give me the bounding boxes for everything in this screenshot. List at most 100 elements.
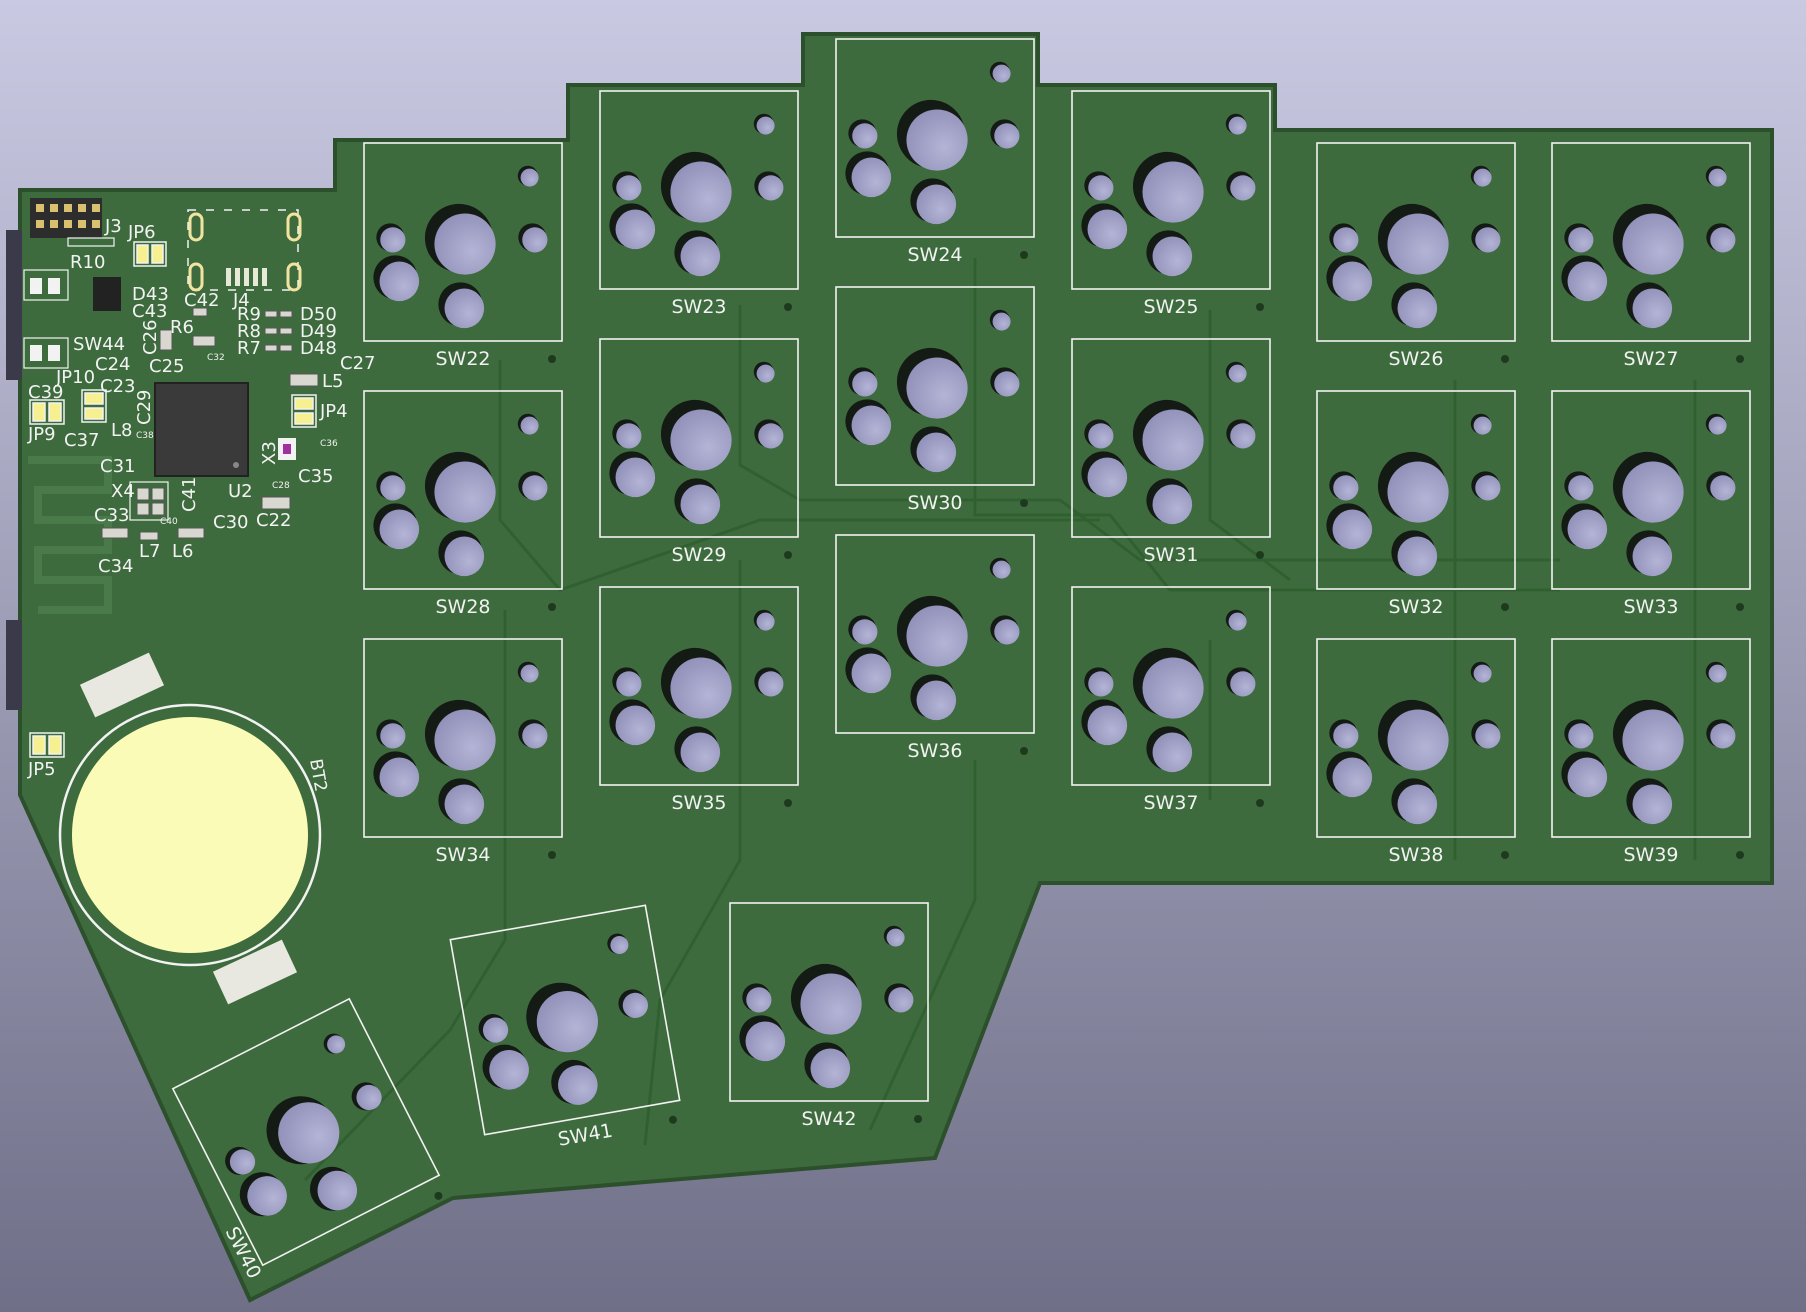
- silk-r6: R6: [170, 317, 194, 338]
- silk-c29: C29: [134, 390, 155, 425]
- right-post-hole: [990, 615, 1020, 645]
- pin-hole-bottom: [1391, 778, 1438, 825]
- switch-outline: [835, 534, 1035, 734]
- switch-label: SW31: [1143, 544, 1198, 566]
- pin-hole-left: [373, 503, 420, 550]
- switch-sw32: SW32: [1316, 390, 1516, 618]
- switch-label: SW32: [1388, 596, 1443, 618]
- silk-r10: R10: [70, 252, 105, 273]
- silk-c30: C30: [213, 512, 248, 533]
- silk-r8: R8: [237, 321, 261, 342]
- battery-cell: [72, 717, 308, 953]
- silk-c24: C24: [95, 354, 130, 375]
- switch-label: SW39: [1623, 844, 1678, 866]
- pin-hole-left: [609, 699, 656, 746]
- edge-connector-lower: [6, 620, 22, 710]
- center-stem-hole: [424, 203, 496, 275]
- center-stem-hole: [896, 99, 968, 171]
- center-stem-hole: [1377, 451, 1449, 523]
- silk-l6: L6: [172, 541, 193, 562]
- left-post-hole: [376, 223, 406, 253]
- led-hole: [1225, 113, 1247, 135]
- pin-hole-left: [1561, 503, 1608, 550]
- via: [1256, 303, 1264, 311]
- led-hole: [1470, 413, 1492, 435]
- switch-sw29: SW29: [599, 338, 799, 566]
- pin-hole-left: [1561, 751, 1608, 798]
- pin-hole-bottom: [1391, 530, 1438, 577]
- switch-sw22: SW22: [363, 142, 563, 370]
- switch-label: SW36: [907, 740, 962, 762]
- silk-c42: C42: [184, 290, 219, 311]
- via: [1736, 603, 1744, 611]
- right-post-hole: [884, 983, 914, 1013]
- switch-outline: [599, 90, 799, 290]
- right-post-hole: [518, 223, 548, 253]
- silk-d43: D43: [132, 284, 169, 305]
- left-post-hole: [612, 419, 642, 449]
- right-post-hole: [518, 471, 548, 501]
- center-stem-hole: [896, 347, 968, 419]
- crystal-x3-inner: [283, 444, 291, 454]
- silk-j3: J3: [104, 216, 122, 237]
- switch-outline: [835, 286, 1035, 486]
- silk-c32: C32: [207, 353, 225, 363]
- silk-l5: L5: [322, 371, 343, 392]
- switch-label: SW23: [671, 296, 726, 318]
- pin-hole-bottom: [438, 778, 485, 825]
- switch-sw37: SW37: [1071, 586, 1271, 814]
- pin-hole-bottom: [910, 178, 957, 225]
- switch-sw27: SW27: [1551, 142, 1751, 370]
- pin-hole-left: [845, 647, 892, 694]
- switch-label: SW38: [1388, 844, 1443, 866]
- switch-sw26: SW26: [1316, 142, 1516, 370]
- center-stem-hole: [660, 647, 732, 719]
- left-post-hole: [612, 171, 642, 201]
- pin-hole-left: [482, 1044, 529, 1090]
- pin-hole-bottom: [1626, 282, 1673, 329]
- switch-sw23: SW23: [599, 90, 799, 318]
- left-post-hole: [1564, 223, 1594, 253]
- via: [1020, 747, 1028, 755]
- led-hole: [1470, 165, 1492, 187]
- left-post-hole: [225, 1146, 256, 1175]
- right-post-hole: [351, 1082, 382, 1111]
- pin-hole-left: [373, 255, 420, 302]
- pin-hole-left: [739, 1015, 786, 1062]
- pin-hole-left: [1081, 451, 1128, 498]
- chip-pin1-mark: [233, 462, 239, 468]
- center-stem-hole: [1132, 151, 1204, 223]
- right-post-hole: [990, 119, 1020, 149]
- switch-outline: [171, 997, 441, 1267]
- switch-outline: [1551, 638, 1751, 838]
- switch-sw41: SW41: [449, 904, 681, 1151]
- pin-hole-bottom: [1146, 478, 1193, 525]
- led-hole: [989, 557, 1011, 579]
- right-post-hole: [1706, 719, 1736, 749]
- pin-hole-bottom: [309, 1166, 358, 1211]
- pin-header-pins: [36, 204, 100, 228]
- silk-c23: C23: [100, 376, 135, 397]
- silk-r7: R7: [237, 338, 261, 359]
- led-hole: [989, 61, 1011, 83]
- pin-hole-bottom: [910, 426, 957, 473]
- battery-outline: [58, 703, 322, 967]
- right-post-hole: [1706, 223, 1736, 253]
- left-post-hole: [1084, 171, 1114, 201]
- led-hole: [1225, 609, 1247, 631]
- left-post-hole: [1084, 419, 1114, 449]
- led-hole: [517, 661, 539, 683]
- left-post-hole: [1084, 667, 1114, 697]
- center-stem-hole: [660, 399, 732, 471]
- pin-hole-bottom: [1626, 530, 1673, 577]
- silk-jp6: JP6: [127, 222, 156, 243]
- switch-sw25: SW25: [1071, 90, 1271, 318]
- switch-label: SW30: [907, 492, 962, 514]
- mcu-chip-u2: [154, 382, 249, 477]
- center-stem-hole: [526, 982, 598, 1053]
- left-post-hole: [848, 615, 878, 645]
- via: [1020, 251, 1028, 259]
- switch-sw40: SW40: [171, 997, 443, 1282]
